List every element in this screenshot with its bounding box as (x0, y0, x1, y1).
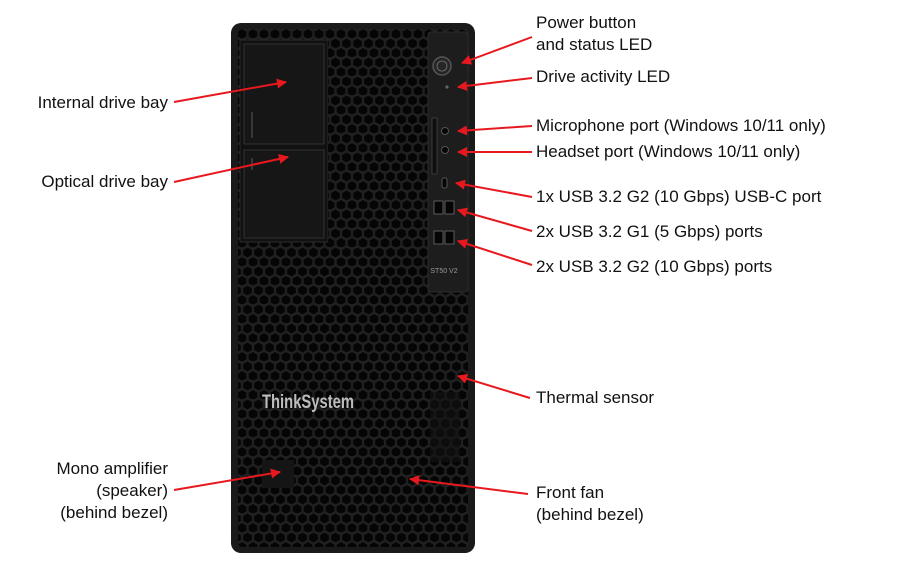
label-mono-amplifier: Mono amplifier (speaker) (behind bezel) (56, 459, 169, 522)
arrow-power-button (461, 36, 533, 65)
drive-activity-led (445, 85, 449, 89)
usb-g2-port-1[interactable] (433, 230, 444, 245)
arrow-internal-drive (173, 78, 287, 103)
label-thermal-sensor: Thermal sensor (536, 388, 655, 407)
side-vent (430, 392, 460, 462)
arrow-usb-g2 (457, 239, 533, 266)
arrow-mono-amplifier (173, 468, 281, 491)
arrow-microphone (457, 125, 533, 136)
model-badge: ST50 V2 (430, 268, 457, 275)
label-front-fan: Front fan (behind bezel) (536, 483, 644, 524)
label-optical-drive-bay: Optical drive bay (41, 172, 168, 191)
brand-logo: ThinkSystem (262, 392, 354, 413)
label-usb-g1: 2x USB 3.2 G1 (5 Gbps) ports (536, 222, 763, 241)
usb-g2-port-2[interactable] (444, 230, 455, 245)
card-slot (431, 117, 438, 175)
power-button[interactable] (432, 56, 452, 76)
microphone-port[interactable] (441, 127, 449, 135)
usb-g1-port-2[interactable] (444, 200, 455, 215)
arrow-optical-drive (173, 154, 289, 183)
arrow-usb-g1 (457, 207, 533, 232)
arrow-thermal (457, 373, 531, 399)
usb-c-port[interactable] (441, 177, 448, 189)
label-power-button: Power button and status LED (536, 13, 653, 54)
label-usb-g2: 2x USB 3.2 G2 (10 Gbps) ports (536, 257, 773, 276)
label-usb-c: 1x USB 3.2 G2 (10 Gbps) USB-C port (536, 187, 822, 206)
label-microphone-port: Microphone port (Windows 10/11 only) (536, 116, 826, 135)
label-drive-activity: Drive activity LED (536, 67, 671, 86)
arrow-front-fan (409, 475, 529, 495)
power-button-ring (436, 60, 448, 72)
arrow-usb-c (455, 179, 533, 198)
internal-drive-bay (243, 43, 325, 145)
usb-g1-port-1[interactable] (433, 200, 444, 215)
arrow-drive-activity (457, 77, 533, 91)
label-internal-drive-bay: Internal drive bay (37, 93, 168, 112)
label-headset-port: Headset port (Windows 10/11 only) (536, 142, 801, 161)
io-panel (427, 31, 469, 293)
headset-port[interactable] (441, 146, 449, 154)
